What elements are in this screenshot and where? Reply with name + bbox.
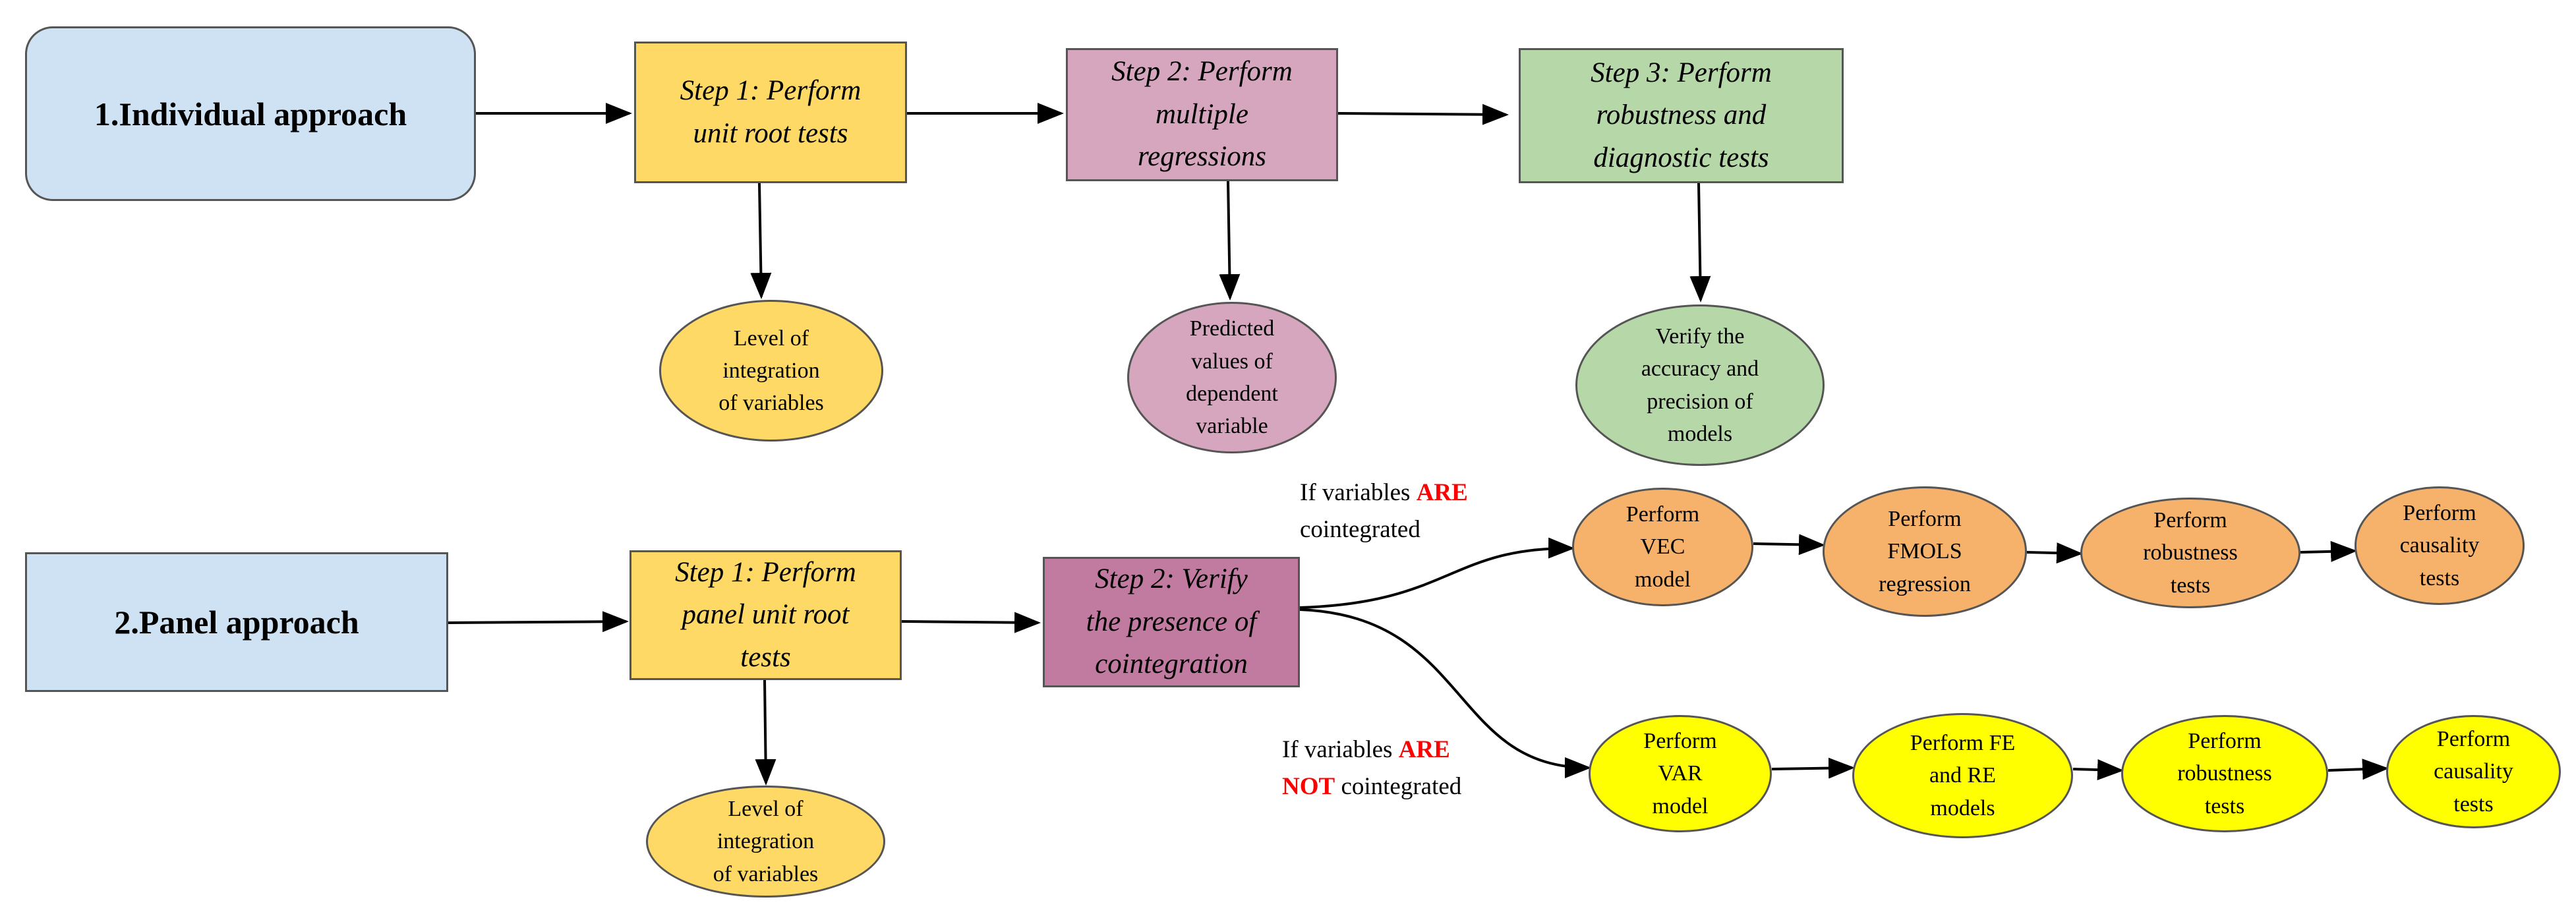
arrow-are-3-to-4 [2300,540,2357,562]
not-step-robustness-tests: Perform robustness tests [2121,715,2328,832]
individual-output3-label: Verify the accuracy and precision of mod… [1641,324,1759,446]
condition-are-prefix: If variables [1300,479,1417,506]
arrow-panel-step1-to-step2 [901,612,1041,633]
arrow-are-2-to-3 [2026,542,2083,564]
are-step-causality-tests: Perform causality tests [2355,486,2525,605]
are-step-fmols-label: Perform FMOLS regression [1879,507,1971,596]
arrow-ind-step2-to-step3 [1337,103,1509,125]
not-step-robustness-label: Perform robustness tests [2177,729,2272,818]
arrow-branch-not [1299,608,1591,778]
not-step-var-model: Perform VAR model [1589,715,1772,832]
are-step-fmols-regression: Perform FMOLS regression [1823,486,2027,617]
individual-approach-title: 1.Individual approach [94,95,407,132]
condition-are-highlight: ARE [1416,479,1468,506]
individual-step1-label: Step 1: Perform unit root tests [680,75,862,149]
not-step-fe-re-label: Perform FE and RE models [1910,731,2016,820]
arrow-panel-step1-to-out1 [755,679,776,786]
individual-output2-ellipse: Predicted values of dependent variable [1127,302,1337,453]
not-step-causality-tests: Perform causality tests [2386,715,2561,828]
not-step-causality-label: Perform causality tests [2434,727,2513,817]
panel-step2-box: Step 2: Verify the presence of cointegra… [1043,557,1300,687]
individual-step2-box: Step 2: Perform multiple regressions [1066,48,1338,181]
panel-step1-label: Step 1: Perform panel unit root tests [675,556,856,673]
not-step-var-label: Perform VAR model [1643,729,1717,818]
arrow-ind-step1-to-out1 [750,183,772,299]
are-step-causality-label: Perform causality tests [2399,501,2480,590]
individual-step2-label: Step 2: Perform multiple regressions [1111,56,1293,173]
panel-approach-title: 2.Panel approach [114,604,359,641]
individual-output2-label: Predicted values of dependent variable [1186,316,1278,439]
arrow-ind-step2-to-out2 [1219,181,1241,301]
arrow-panel-approach-to-step1 [448,611,629,633]
condition-not-highlight-not: NOT [1282,772,1335,800]
not-step-fe-re-models: Perform FE and RE models [1852,713,2073,838]
arrow-not-3-to-4 [2327,759,2389,780]
panel-approach-box: 2.Panel approach [25,552,448,692]
individual-output3-ellipse: Verify the accuracy and precision of mod… [1575,304,1825,466]
are-step-vec-label: Perform VEC model [1625,502,1700,592]
individual-output1-ellipse: Level of integration of variables [659,300,883,442]
condition-not-cointegrated: If variables ARE NOT cointegrated [1282,732,1461,805]
arrow-branch-are [1299,537,1575,609]
individual-step3-label: Step 3: Perform robustness and diagnosti… [1591,57,1772,173]
individual-approach-box: 1.Individual approach [25,26,476,201]
condition-not-highlight-are: ARE [1398,736,1450,763]
condition-not-prefix: If variables [1282,736,1399,763]
arrow-ind-step3-to-out3 [1689,183,1711,302]
arrow-are-1-to-2 [1753,534,1825,556]
condition-not-suffix: cointegrated [1335,772,1462,800]
individual-step1-box: Step 1: Perform unit root tests [634,42,907,183]
panel-output1-ellipse: Level of integration of variables [646,786,885,898]
panel-step2-label: Step 2: Verify the presence of cointegra… [1086,563,1257,680]
are-step-vec-model: Perform VEC model [1572,488,1753,606]
panel-output1-label: Level of integration of variables [713,797,819,886]
condition-are-cointegrated: If variables ARE cointegrated [1300,474,1468,548]
individual-step3-box: Step 3: Perform robustness and diagnosti… [1519,48,1844,183]
are-step-robustness-tests: Perform robustness tests [2080,498,2300,608]
arrow-not-2-to-3 [2072,759,2124,781]
condition-are-suffix: cointegrated [1300,515,1420,543]
individual-output1-label: Level of integration of variables [718,326,824,416]
are-step-robustness-label: Perform robustness tests [2143,508,2238,598]
arrow-not-1-to-2 [1771,757,1855,779]
panel-step1-box: Step 1: Perform panel unit root tests [629,550,902,680]
